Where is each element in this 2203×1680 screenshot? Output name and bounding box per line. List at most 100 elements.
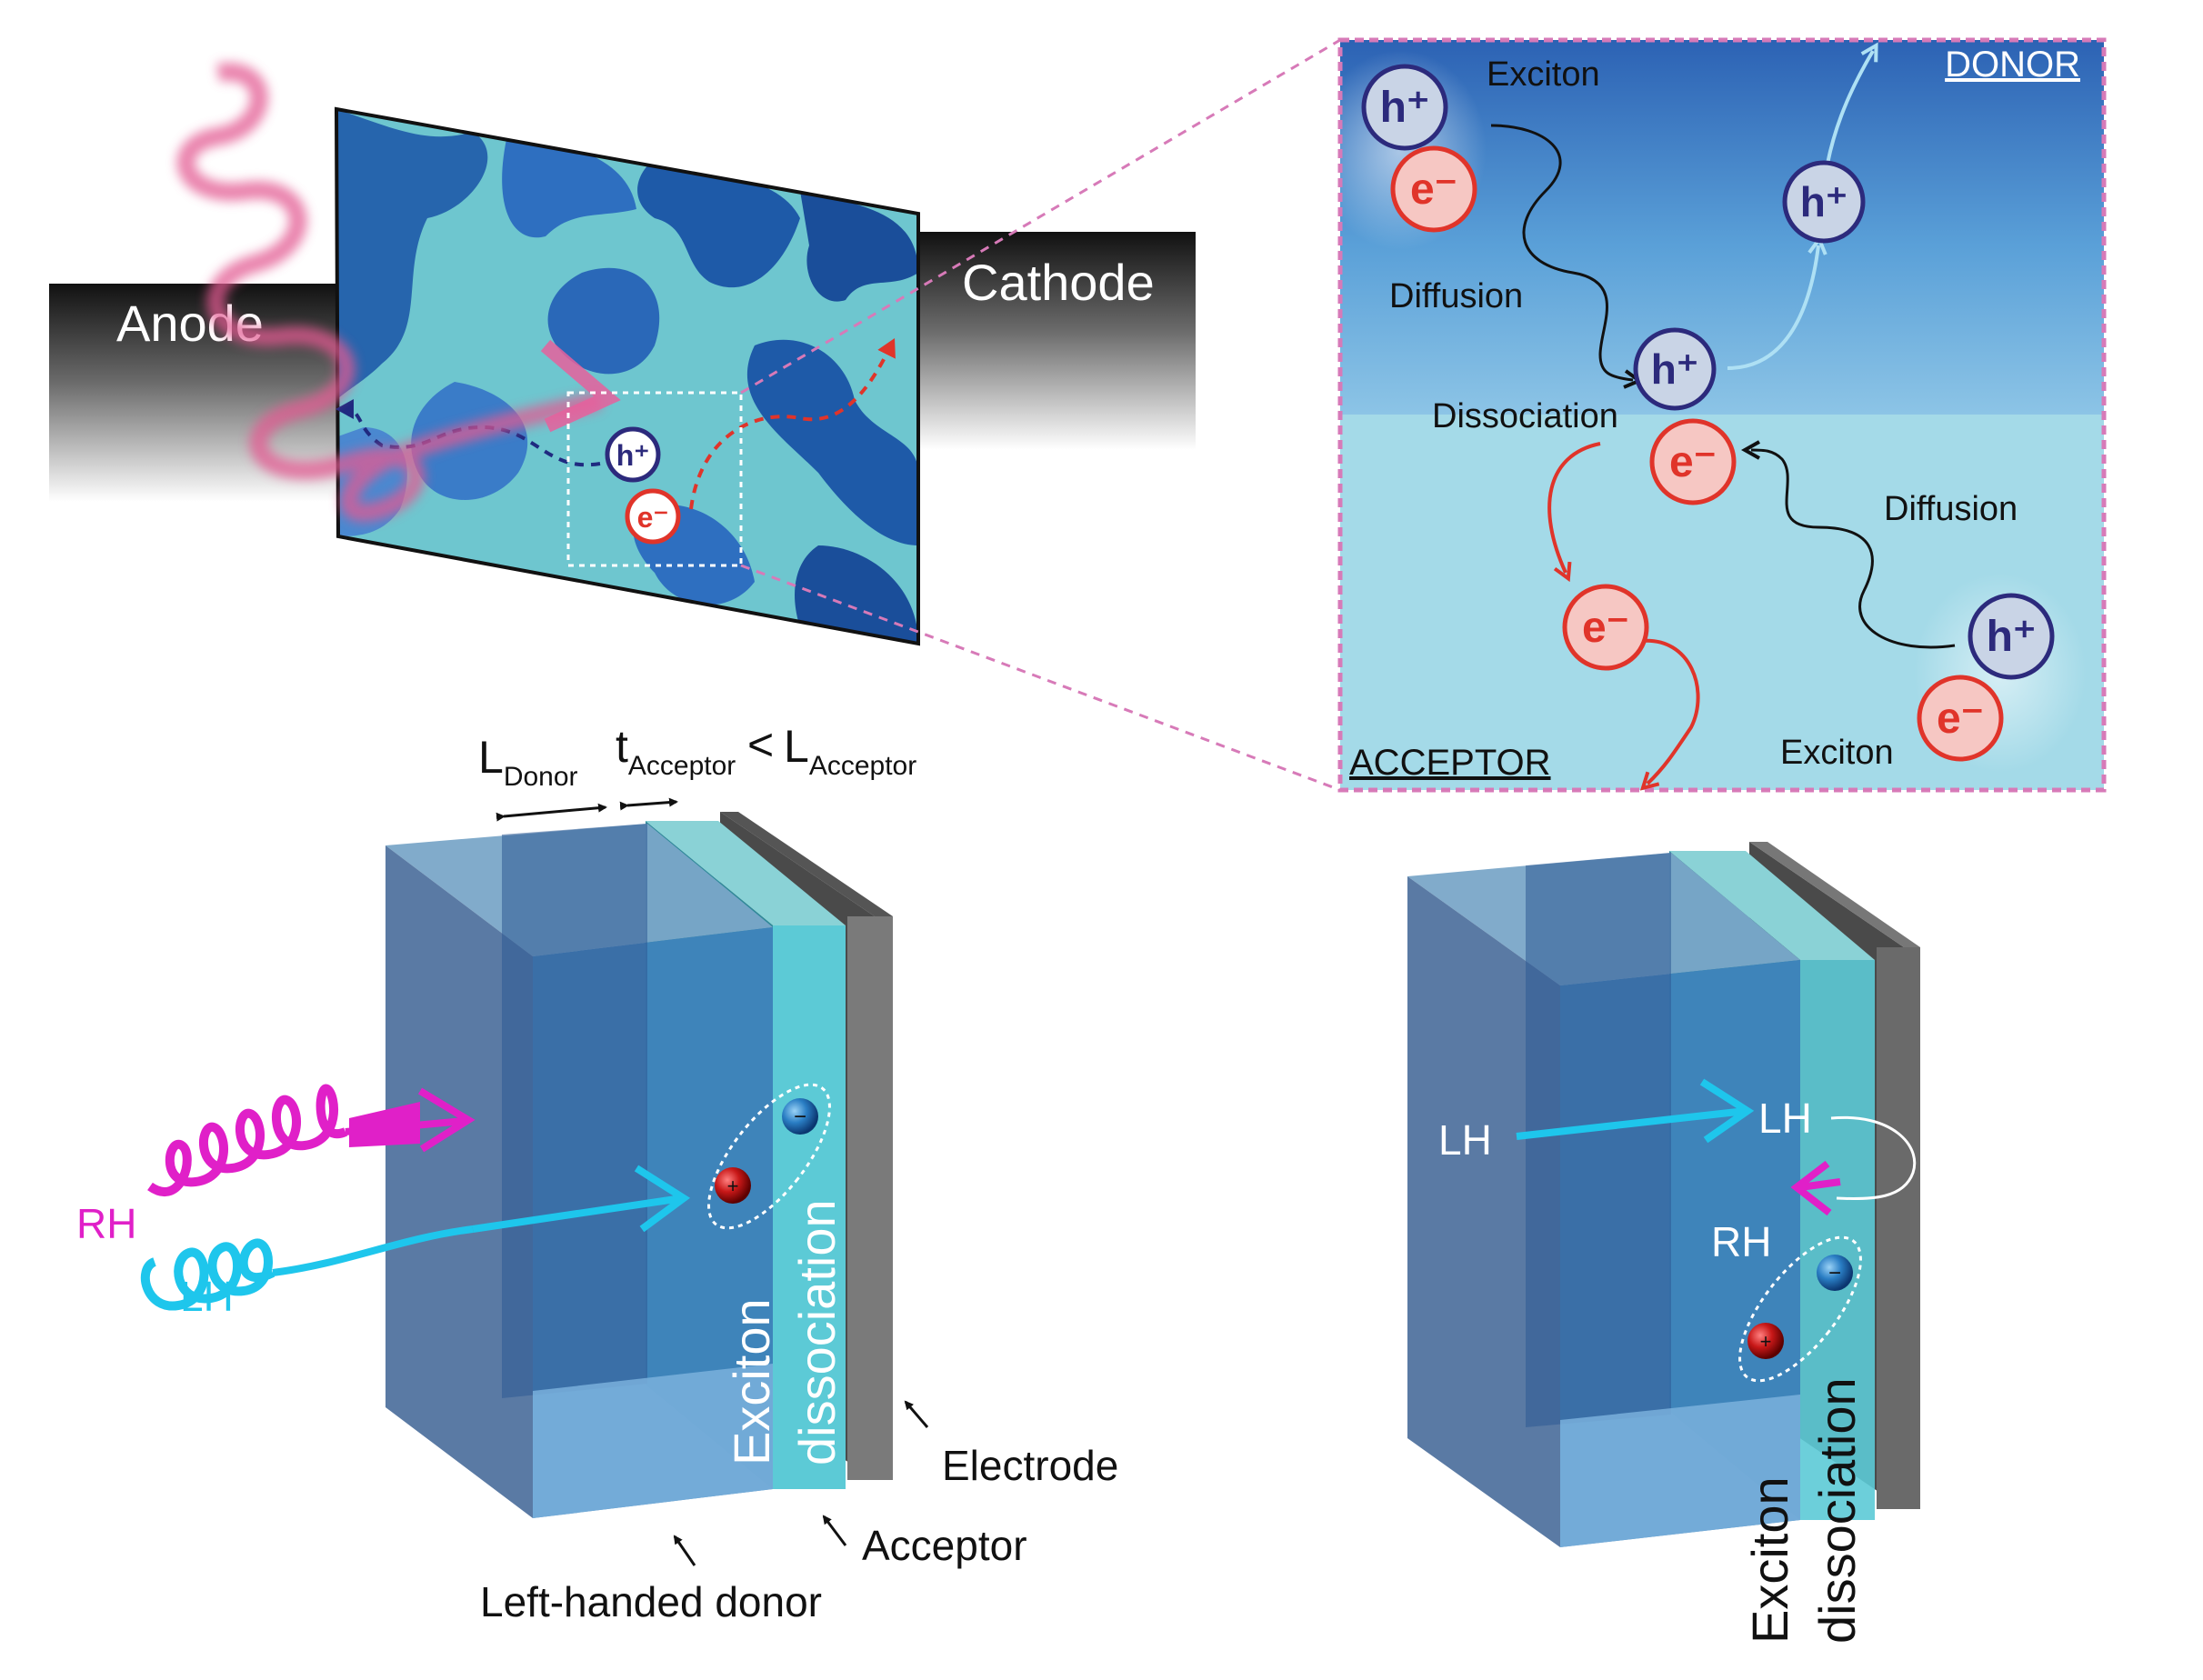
hole-sphere-right: [1747, 1323, 1784, 1359]
electron-sphere-right: [1817, 1255, 1853, 1291]
rh-reflected-arrow: [1790, 1160, 1841, 1216]
panel-bulk-heterojunction: Anode Cathode h⁺ e⁻: [49, 63, 1196, 646]
electrode-slab-front: [847, 916, 893, 1480]
donor-callout: [673, 1535, 696, 1566]
acceptor-callout: [822, 1515, 847, 1546]
lh-helix: [140, 1238, 275, 1311]
electron-label: e⁻: [637, 501, 669, 534]
zoom-connector-bottom: [740, 564, 1341, 792]
hole-sphere-sign: +: [727, 1175, 739, 1197]
electron-top-label: e⁻: [1410, 165, 1457, 214]
lh-in-arrow: [1516, 1078, 1755, 1144]
l-donor-label: LDonor: [478, 732, 578, 792]
dissociation-label: Dissociation: [1432, 397, 1618, 435]
less-than: <: [747, 719, 774, 770]
electrode-callout: [904, 1400, 929, 1428]
electron-carrier: e⁻: [625, 488, 681, 545]
panel-zoom-interface: DONOR ACCEPTOR Exciton Diffusion Dissoci…: [1337, 37, 2107, 793]
cathode-electrode: [914, 232, 1196, 450]
lh-label: LH: [180, 1273, 234, 1320]
panel-device-left: LDonor tAcceptor < LAcceptor RH LH + − E…: [76, 719, 1118, 1625]
vertical-exciton: Exciton: [723, 1298, 780, 1465]
electron-bottom-label: e⁻: [1937, 695, 1984, 743]
acceptor-slab-front-r: [1800, 960, 1875, 1520]
hole-free: h⁺: [1782, 160, 1866, 244]
electrode-slab-side: [720, 812, 893, 916]
hole-path: [335, 399, 601, 467]
donor-slab-inner: [502, 824, 647, 1398]
rh-label-right: RH: [1711, 1218, 1771, 1265]
donor-slab-side-r: [1407, 876, 1560, 1547]
zoom-region: [566, 391, 743, 567]
diffusion-label-bottom: Diffusion: [1884, 490, 2018, 528]
lh-connector: [272, 1225, 474, 1276]
rh-helix: [147, 1084, 347, 1196]
exciton-label-top: Exciton: [1487, 55, 1600, 94]
hole-interface-label: h⁺: [1651, 345, 1698, 393]
acceptor-slab-top: [646, 821, 846, 925]
cathode-label: Cathode: [962, 254, 1155, 311]
electrode-slab-top-r: [1749, 842, 1920, 947]
hole-label: h⁺: [616, 439, 649, 472]
diffusion-label-top: Diffusion: [1389, 277, 1523, 315]
l-donor-arrow: [496, 803, 607, 822]
lh-arrow: [472, 1165, 691, 1233]
donor-slab-inner-r: [1526, 853, 1671, 1427]
hole-interface: h⁺: [1633, 327, 1717, 411]
hole-bottom: h⁺: [1968, 593, 2055, 680]
donor-slab-side: [386, 845, 533, 1518]
panel-device-right: LH LH RH + − Exciton dissociation: [1407, 842, 1920, 1644]
donor-slab-lower-r: [1560, 1395, 1800, 1547]
electron-transferred: e⁻: [1562, 584, 1649, 671]
incident-light-helix: [176, 63, 603, 522]
electron-interface-label: e⁻: [1669, 438, 1717, 486]
vertical-dissociation-right: dissociation: [1808, 1377, 1866, 1644]
exciton-label-bottom: Exciton: [1780, 734, 1894, 772]
t-acceptor-arrow: [619, 797, 678, 811]
electrode-slab-front-r: [1877, 947, 1920, 1509]
rh-label: RH: [76, 1200, 136, 1247]
rh-arrowhead-fill: [349, 1102, 420, 1147]
l-acceptor-label: LAcceptor: [784, 721, 916, 781]
hole-escape-path-2: [1826, 51, 1873, 165]
electron-transfer-path: [1547, 442, 1601, 573]
hole-carrier: h⁺: [605, 426, 661, 483]
hole-top: h⁺: [1361, 64, 1448, 151]
electrode-label: Electrode: [942, 1442, 1118, 1489]
acceptor-label: Acceptor: [862, 1522, 1027, 1569]
reflection-loop: [1830, 1115, 1917, 1201]
hole-escape-path: [1727, 245, 1818, 370]
electron-transferred-label: e⁻: [1582, 604, 1629, 652]
acceptor-slab-top-r: [1669, 851, 1875, 960]
electron-sphere-sign: −: [794, 1105, 806, 1129]
hole-bottom-label: h⁺: [1987, 613, 2037, 661]
lh-reflected-label: LH: [1758, 1095, 1812, 1142]
electron-interface: e⁻: [1649, 418, 1737, 505]
hole-free-label: h⁺: [1800, 178, 1848, 225]
donor-slab-lower: [533, 1364, 773, 1518]
exciton-ellipse-right: [1738, 1235, 1862, 1383]
zoom-frame: [1337, 37, 2107, 793]
vertical-dissociation: dissociation: [788, 1199, 846, 1465]
electron-top: e⁻: [1390, 145, 1477, 233]
electron-sphere: [782, 1098, 818, 1135]
t-acceptor-label: tAcceptor: [616, 721, 736, 781]
electron-path: [689, 337, 896, 510]
acceptor-tag: ACCEPTOR: [1349, 743, 1551, 783]
hole-top-label: h⁺: [1380, 84, 1430, 132]
hole-sphere-right-sign: +: [1760, 1330, 1772, 1353]
acceptor-slab-front: [773, 925, 846, 1489]
zoom-connector-top: [740, 38, 1341, 395]
electron-bottom: e⁻: [1917, 675, 2004, 762]
diffusion-path-top: [1490, 124, 1633, 380]
electron-exit-path: [1641, 638, 1700, 784]
donor-label: Left-handed donor: [480, 1578, 822, 1625]
diffusion-path-bottom: [1751, 450, 1956, 649]
exciton-ellipse: [707, 1083, 831, 1230]
donor-tag: DONOR: [1945, 45, 2080, 85]
vertical-exciton-right: Exciton: [1741, 1476, 1798, 1644]
lh-in-label: LH: [1438, 1116, 1492, 1164]
hole-sphere: [715, 1167, 751, 1204]
electron-sphere-right-sign: −: [1828, 1261, 1841, 1285]
